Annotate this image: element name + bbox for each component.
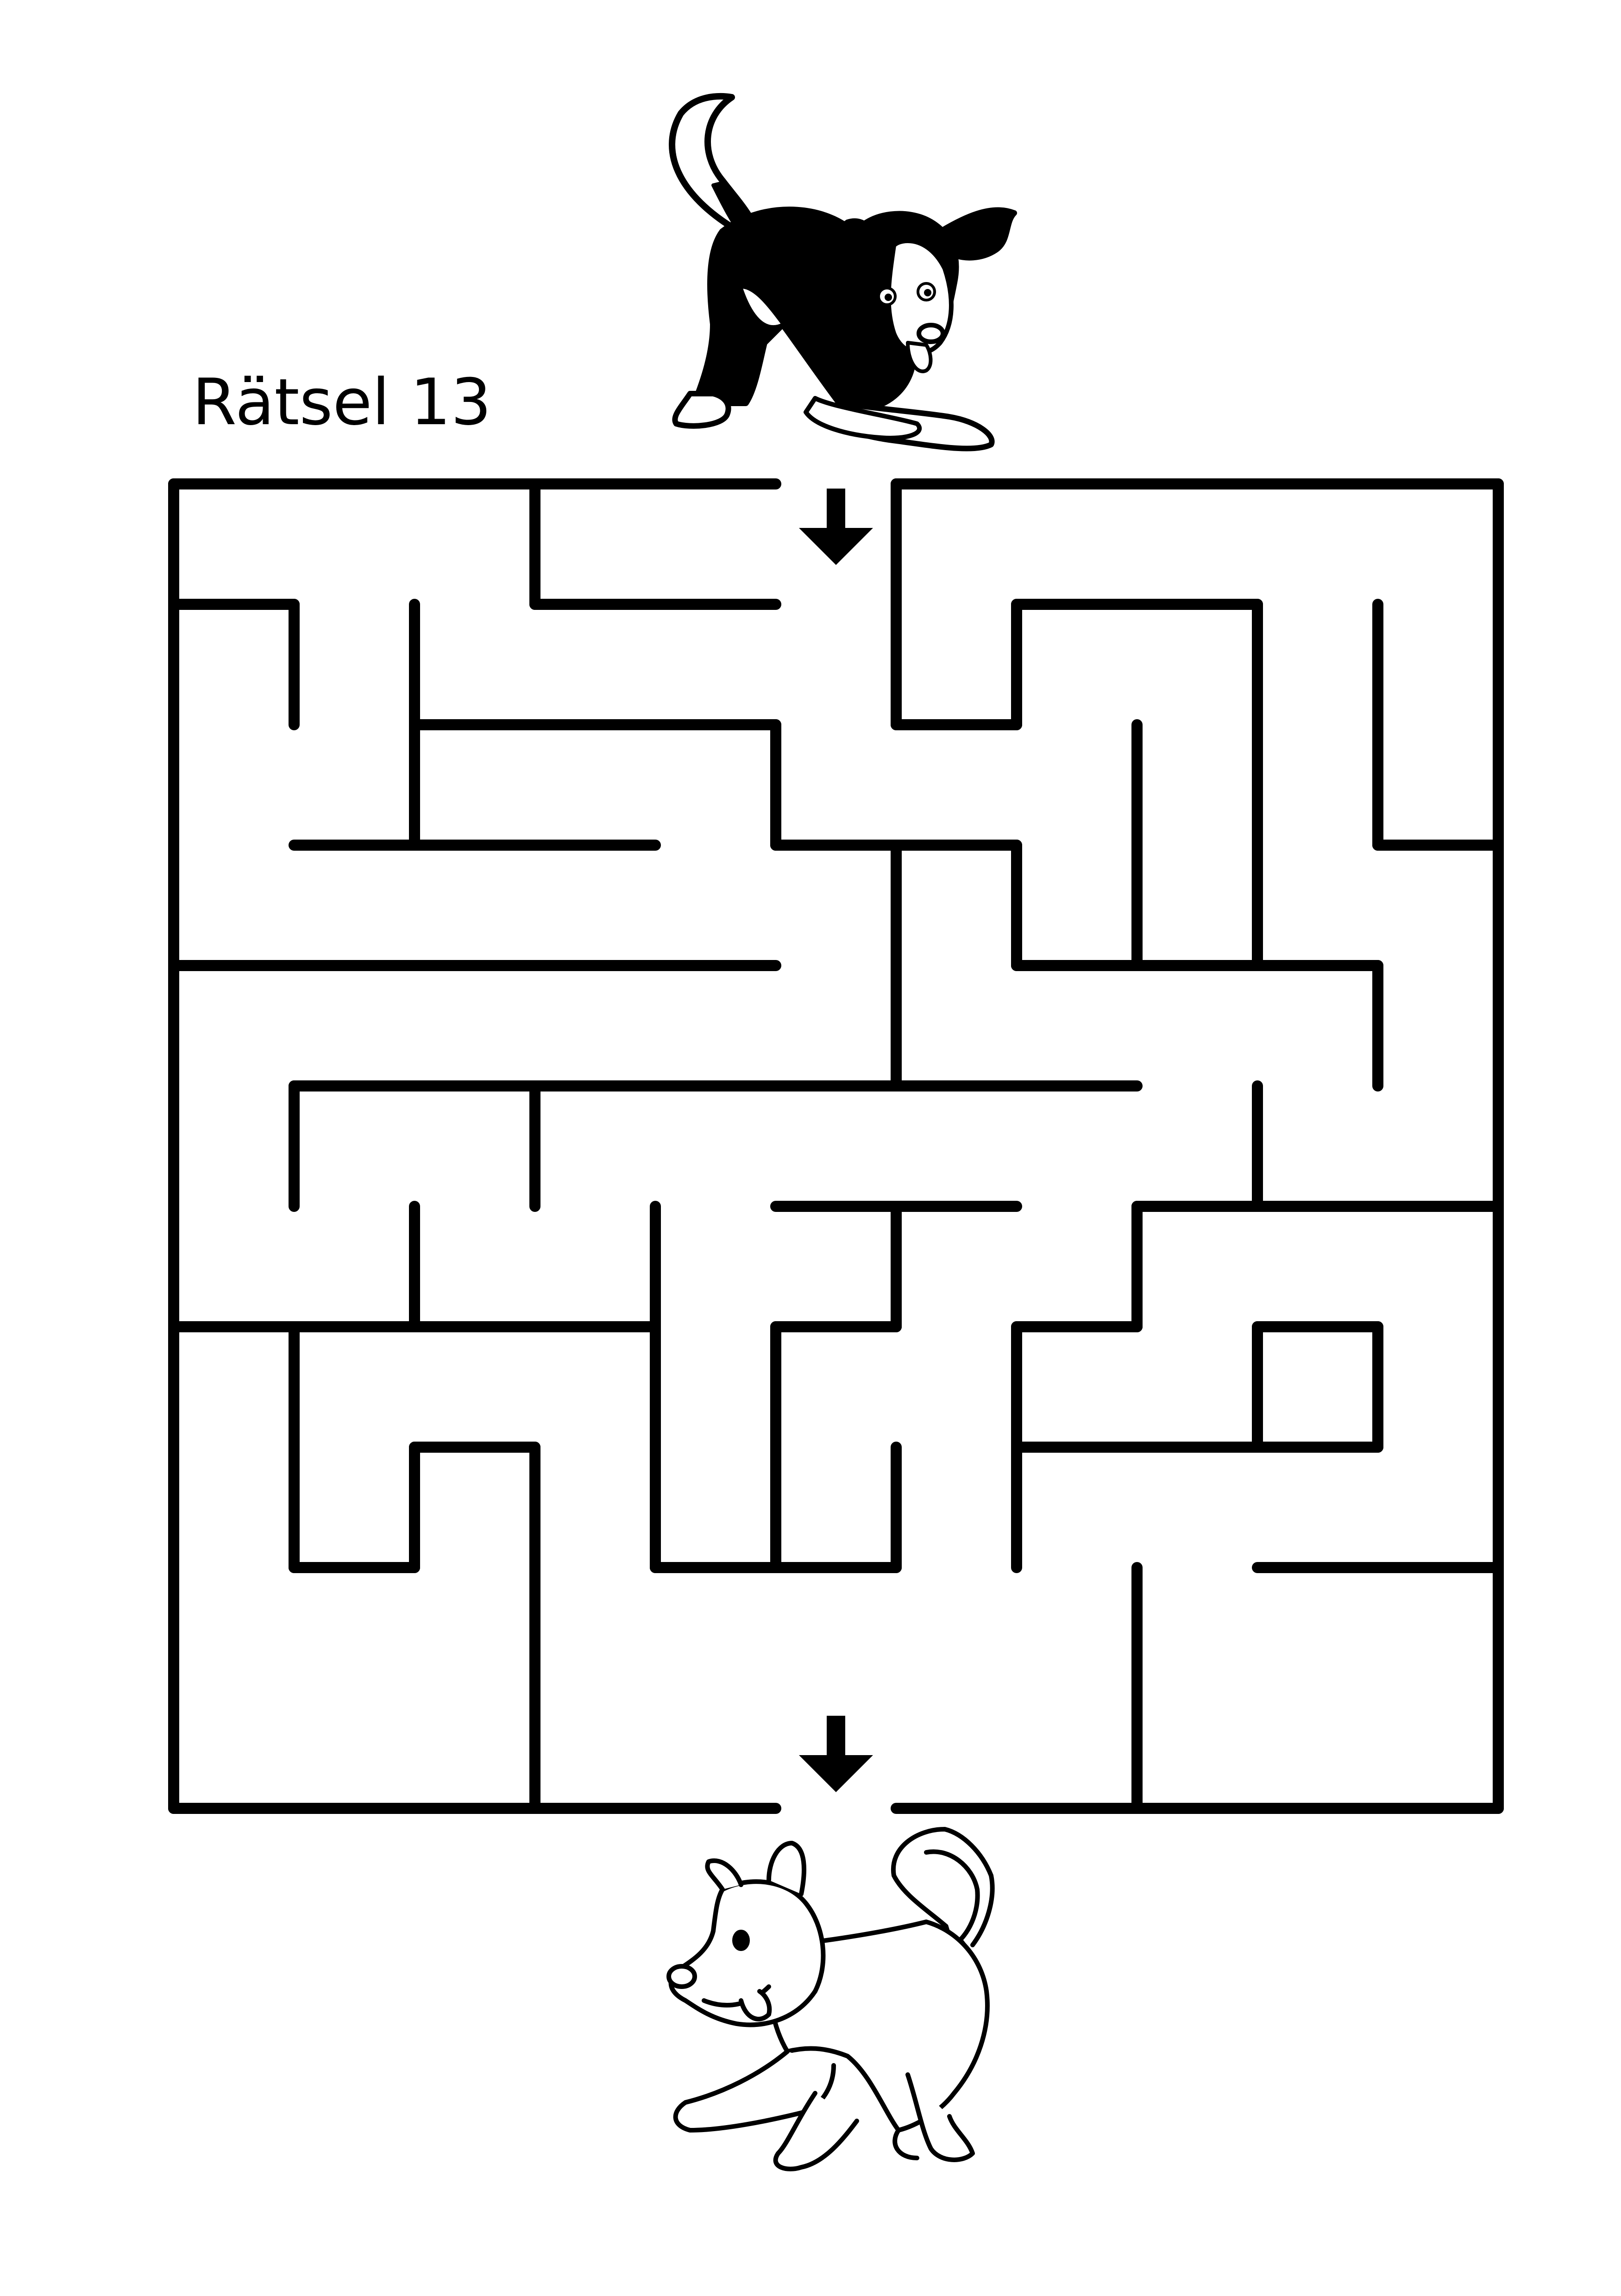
black-white-dog-icon (669, 93, 1017, 452)
white-dog-icon (666, 1827, 995, 2171)
arrow-down-icon (799, 1716, 873, 1792)
puzzle-title: Rätsel 13 (192, 365, 492, 439)
arrow-down-icon (799, 489, 873, 565)
maze-walls (168, 478, 1504, 1814)
